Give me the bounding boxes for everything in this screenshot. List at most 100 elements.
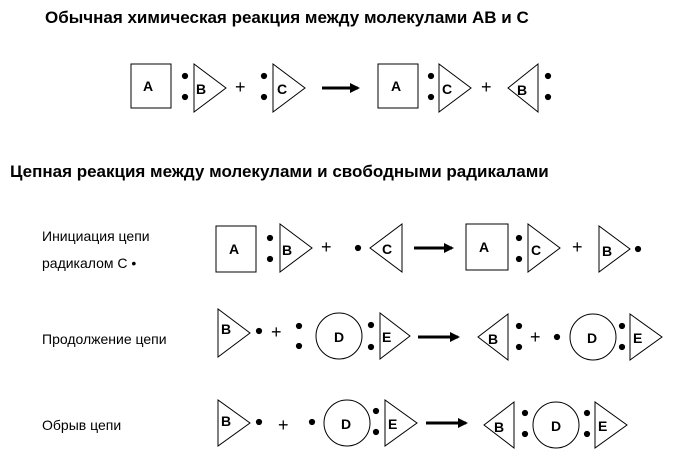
label-a: A [391,78,401,94]
electron-dot [544,93,552,101]
label-d: D [341,416,351,432]
electron-dot [544,72,552,80]
radical-dot-symbol: • [131,255,137,271]
molecule-c-triangle [438,63,472,113]
molecule-d-circle [315,312,363,360]
label-initiation-text: радикалом С [42,255,128,271]
molecule-b-triangle [477,312,509,362]
label-a: A [143,78,153,94]
label-d: D [334,329,344,345]
molecule-a-square [130,63,172,109]
label-b: B [196,81,206,97]
plus-sign: + [271,322,282,342]
label-b: B [602,243,612,259]
molecule-c-triangle [272,63,306,113]
label-termination: Обрыв цепи [42,417,122,433]
molecule-b-triangle [279,223,313,273]
radical-dot [634,245,642,253]
electron-dot [515,234,523,242]
electron-dot [181,93,189,101]
electron-dot [295,342,303,350]
molecule-e-triangle [629,313,663,361]
electron-dot [521,430,529,438]
label-c: C [382,241,392,257]
electron-dot [521,409,529,417]
plus-sign: + [235,77,246,97]
molecule-c-triangle [527,223,561,273]
row-initiation: A B + C A C + B [215,223,642,273]
plus-sign: + [321,237,332,257]
plus-sign: + [530,327,541,347]
molecule-c-triangle [369,223,403,273]
electron-dot [618,343,626,351]
molecule-d-circle [323,399,371,447]
electron-dot [266,255,274,263]
label-b: B [517,82,527,98]
row-termination: B + D E B D E [217,399,628,450]
title-chain-reaction: Цепная реакция между молекулами и свобод… [10,162,549,181]
molecule-b-triangle [598,225,631,273]
label-d: D [587,330,597,346]
molecule-a-square [377,63,419,109]
label-b: B [221,321,231,337]
label-initiation-line2: радикалом С • [42,254,150,272]
label-a: A [229,241,239,257]
plus-sign: + [278,415,289,435]
electron-dot [372,407,380,415]
radical-dot [255,418,263,426]
molecule-b-triangle [483,400,515,450]
radical-dot [255,327,263,335]
electron-dot [583,430,591,438]
electron-dot [515,343,523,351]
row-continuation: B + D E B + D E [217,308,663,362]
molecule-e-triangle [379,311,411,361]
molecule-b-triangle [507,62,539,114]
label-b: B [494,419,504,435]
electron-dot [295,322,303,330]
electron-dot [181,72,189,80]
plus-sign: + [572,237,583,257]
label-b: B [282,242,292,258]
molecule-a-square [465,223,509,271]
radical-dot [553,333,561,341]
electron-dot [515,255,523,263]
label-initiation: Инициация цепи радикалом С • [42,227,150,272]
molecule-b-triangle [193,63,227,113]
label-c: C [531,242,541,258]
electron-dot [260,93,268,101]
molecule-d-circle [569,313,617,361]
molecule-b-triangle [217,399,251,447]
plus-sign: + [481,77,492,97]
molecule-a-square [215,225,257,273]
electron-dot [427,72,435,80]
title-ordinary-reaction: Обычная химическая реакция между молекул… [45,8,529,27]
label-continuation: Продолжение цепи [42,331,167,347]
molecule-e-triangle [594,401,628,449]
label-e: E [598,418,607,434]
electron-dot [372,428,380,436]
radical-dot [354,244,362,252]
electron-dot [583,409,591,417]
molecule-d-circle [532,401,580,449]
electron-dot [427,93,435,101]
electron-dot [367,343,375,351]
label-b: B [488,331,498,347]
row-ordinary: A B + C A C + B [130,62,552,114]
electron-dot [367,321,375,329]
molecule-b-triangle [217,308,251,358]
label-c: C [442,81,452,97]
electron-dot [515,322,523,330]
electron-dot [266,234,274,242]
label-d: D [551,418,561,434]
label-c: C [277,81,287,97]
electron-dot [260,72,268,80]
label-e: E [388,416,397,432]
label-b: B [221,413,231,429]
radical-dot [308,418,316,426]
label-initiation-line1: Инициация цепи [42,228,150,244]
label-e: E [382,329,391,345]
label-a: A [479,239,489,255]
electron-dot [618,322,626,330]
label-e: E [633,330,642,346]
